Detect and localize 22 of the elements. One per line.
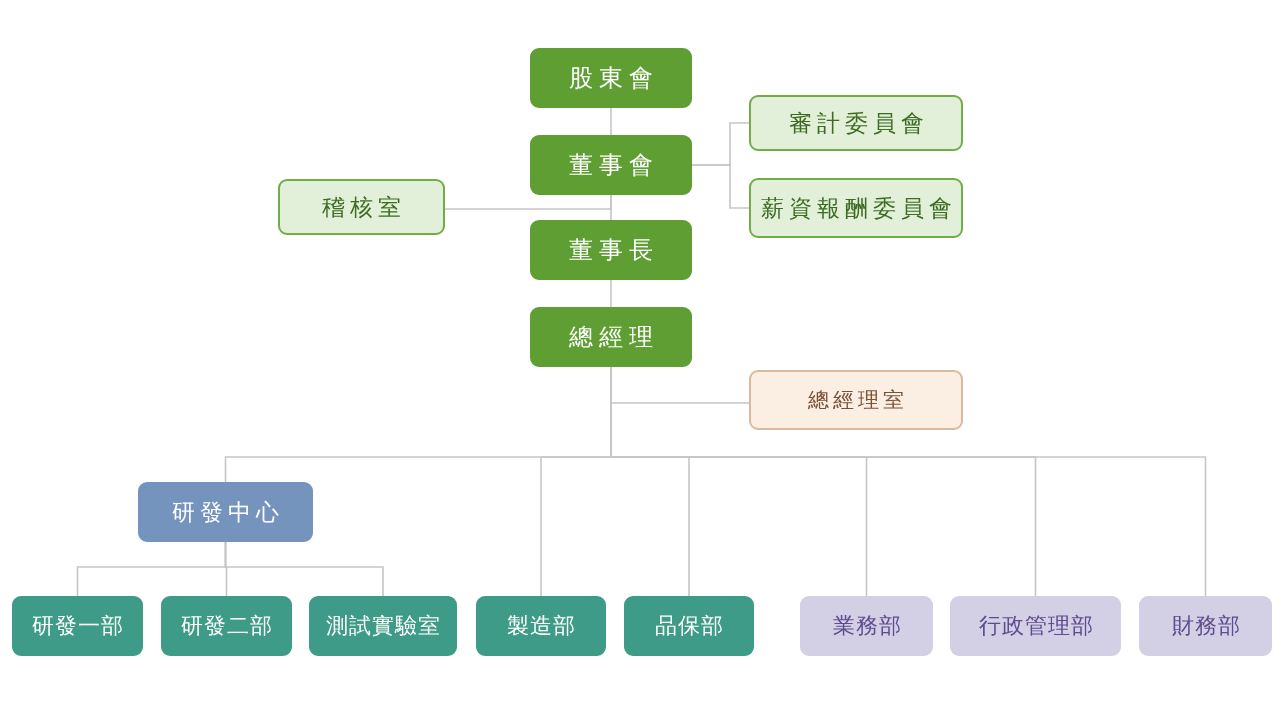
org-box: 研發中心 (138, 482, 313, 542)
connector-line (610, 279, 612, 308)
org-box: 總經理室 (749, 370, 963, 430)
org-box: 審計委員會 (749, 95, 963, 151)
org-box: 總經理 (530, 307, 692, 367)
org-box: 董事會 (530, 135, 692, 195)
org-box: 測試實驗室 (309, 596, 457, 656)
org-box: 研發一部 (12, 596, 143, 656)
org-box: 股東會 (530, 48, 692, 108)
org-box: 稽核室 (278, 179, 445, 235)
org-box: 行政管理部 (950, 596, 1121, 656)
org-box: 薪資報酬委員會 (749, 178, 963, 238)
connector-line (610, 107, 612, 136)
connector-line (444, 194, 612, 210)
org-box: 研發二部 (161, 596, 292, 656)
org-box: 業務部 (800, 596, 933, 656)
org-box: 製造部 (476, 596, 606, 656)
org-box: 財務部 (1139, 596, 1272, 656)
connector-line (224, 541, 384, 597)
connector-line (691, 164, 750, 209)
org-box: 董事長 (530, 220, 692, 280)
org-box: 品保部 (624, 596, 754, 656)
